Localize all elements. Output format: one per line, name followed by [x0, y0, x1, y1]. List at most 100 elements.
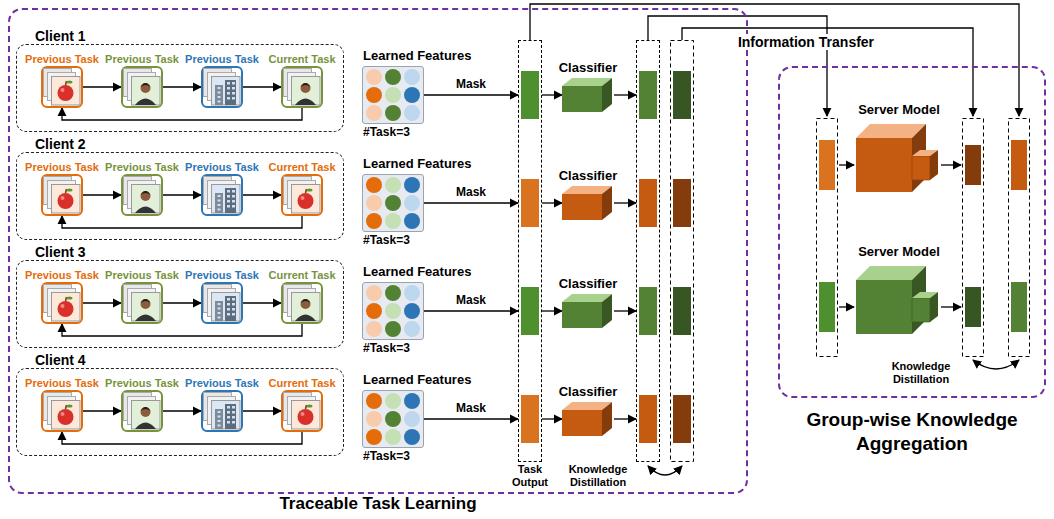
- photo: [52, 401, 81, 430]
- box-front: [912, 156, 930, 180]
- edge-label: Mask: [454, 78, 488, 92]
- dashed-column: [1009, 119, 1030, 357]
- box-front: [912, 298, 930, 322]
- person-hair: [301, 83, 311, 87]
- output-bar: [521, 287, 539, 335]
- apple-icon: [58, 85, 74, 101]
- window: [227, 421, 230, 424]
- feature-dot: [404, 195, 420, 211]
- window: [218, 92, 221, 94]
- edge-label: Mask: [454, 186, 488, 200]
- dashed-column: [963, 119, 984, 357]
- task-card: Current Task: [281, 174, 323, 216]
- window: [232, 411, 235, 414]
- window: [227, 205, 230, 208]
- arrow-connector: [62, 108, 302, 120]
- person-body: [135, 315, 156, 322]
- building-icon: [225, 404, 236, 429]
- task-card: Current Task: [281, 390, 323, 432]
- feature-dot: [385, 429, 401, 445]
- apple-stem: [66, 189, 67, 193]
- client-box: Client 1Previous TaskPrevious TaskPrevio…: [16, 44, 344, 132]
- output-bar: [673, 287, 691, 335]
- edge-label: Mask: [454, 294, 488, 308]
- feature-dot: [366, 195, 382, 211]
- window: [218, 411, 221, 413]
- window: [227, 298, 230, 301]
- window: [218, 425, 221, 427]
- apple-icon: [58, 193, 74, 209]
- node-label: Task Output: [505, 463, 555, 488]
- feature-dot: [366, 429, 382, 445]
- arrow-connector: [243, 194, 281, 195]
- window: [227, 97, 230, 100]
- person-head: [141, 191, 151, 201]
- output-column: Task Output: [518, 40, 542, 462]
- node-label: Current Task: [268, 377, 335, 390]
- output-bar: [965, 287, 981, 327]
- photo: [212, 401, 241, 430]
- photo: [132, 293, 161, 322]
- feature-dot: [404, 411, 420, 427]
- arrow-connector: [614, 310, 636, 311]
- apple-icon: [58, 301, 74, 317]
- apple-shine: [61, 304, 65, 308]
- window: [232, 406, 235, 409]
- card-figure: [283, 68, 321, 106]
- window: [227, 82, 230, 85]
- flow-arrow: [941, 164, 961, 165]
- output-bar: [639, 179, 657, 227]
- arrow-connector: [424, 202, 518, 203]
- task-card: Current Task: [281, 66, 323, 108]
- feature-dot: [366, 69, 382, 85]
- arrow-connector: [163, 410, 201, 411]
- window: [232, 303, 235, 306]
- card-figure: [203, 176, 241, 214]
- person-head: [141, 83, 151, 93]
- window: [227, 406, 230, 409]
- arrow-connector: [83, 302, 121, 303]
- person-head: [141, 407, 151, 417]
- feature-dot: [404, 105, 420, 121]
- feature-dot: [385, 213, 401, 229]
- feature-dot: [385, 87, 401, 103]
- node-label: Current Task: [268, 269, 335, 282]
- person-body: [135, 423, 156, 430]
- apple-leaf: [307, 188, 313, 191]
- window: [232, 200, 235, 203]
- grid-figure: [363, 67, 423, 123]
- photo: [212, 293, 241, 322]
- node-label: Client 3: [35, 244, 86, 260]
- feature-dot: [366, 411, 382, 427]
- dashed-column: [817, 119, 838, 357]
- person-hair: [141, 191, 151, 195]
- card-figure: [283, 284, 321, 322]
- photo: [52, 77, 81, 106]
- apple-stem: [306, 405, 307, 409]
- feature-dot: [366, 321, 382, 337]
- edge-label: Mask: [454, 402, 488, 416]
- task-card: Previous Task: [201, 282, 243, 324]
- node-label: Traceable Task Learning: [279, 494, 476, 514]
- node-label: Previous Task: [25, 53, 99, 66]
- output-bar: [819, 140, 835, 190]
- card-figure: [43, 392, 81, 430]
- arrow-connector: [424, 94, 518, 95]
- window: [232, 87, 235, 90]
- grid-figure: [363, 175, 423, 231]
- apple-stem: [306, 189, 307, 193]
- building-icon: [215, 409, 223, 429]
- node-label: Previous Task: [25, 161, 99, 174]
- feature-dot: [404, 285, 420, 301]
- node-label: Learned Features: [363, 157, 471, 172]
- node-label: Previous Task: [105, 269, 179, 282]
- window: [232, 190, 235, 193]
- window: [218, 195, 221, 197]
- photo: [132, 77, 161, 106]
- window: [232, 92, 235, 95]
- classifier-box: Classifier: [562, 78, 614, 112]
- output-bar: [639, 395, 657, 443]
- node-label: Knowledge Distillation: [556, 463, 640, 488]
- person-hair: [301, 299, 311, 303]
- apple-shine: [301, 196, 305, 200]
